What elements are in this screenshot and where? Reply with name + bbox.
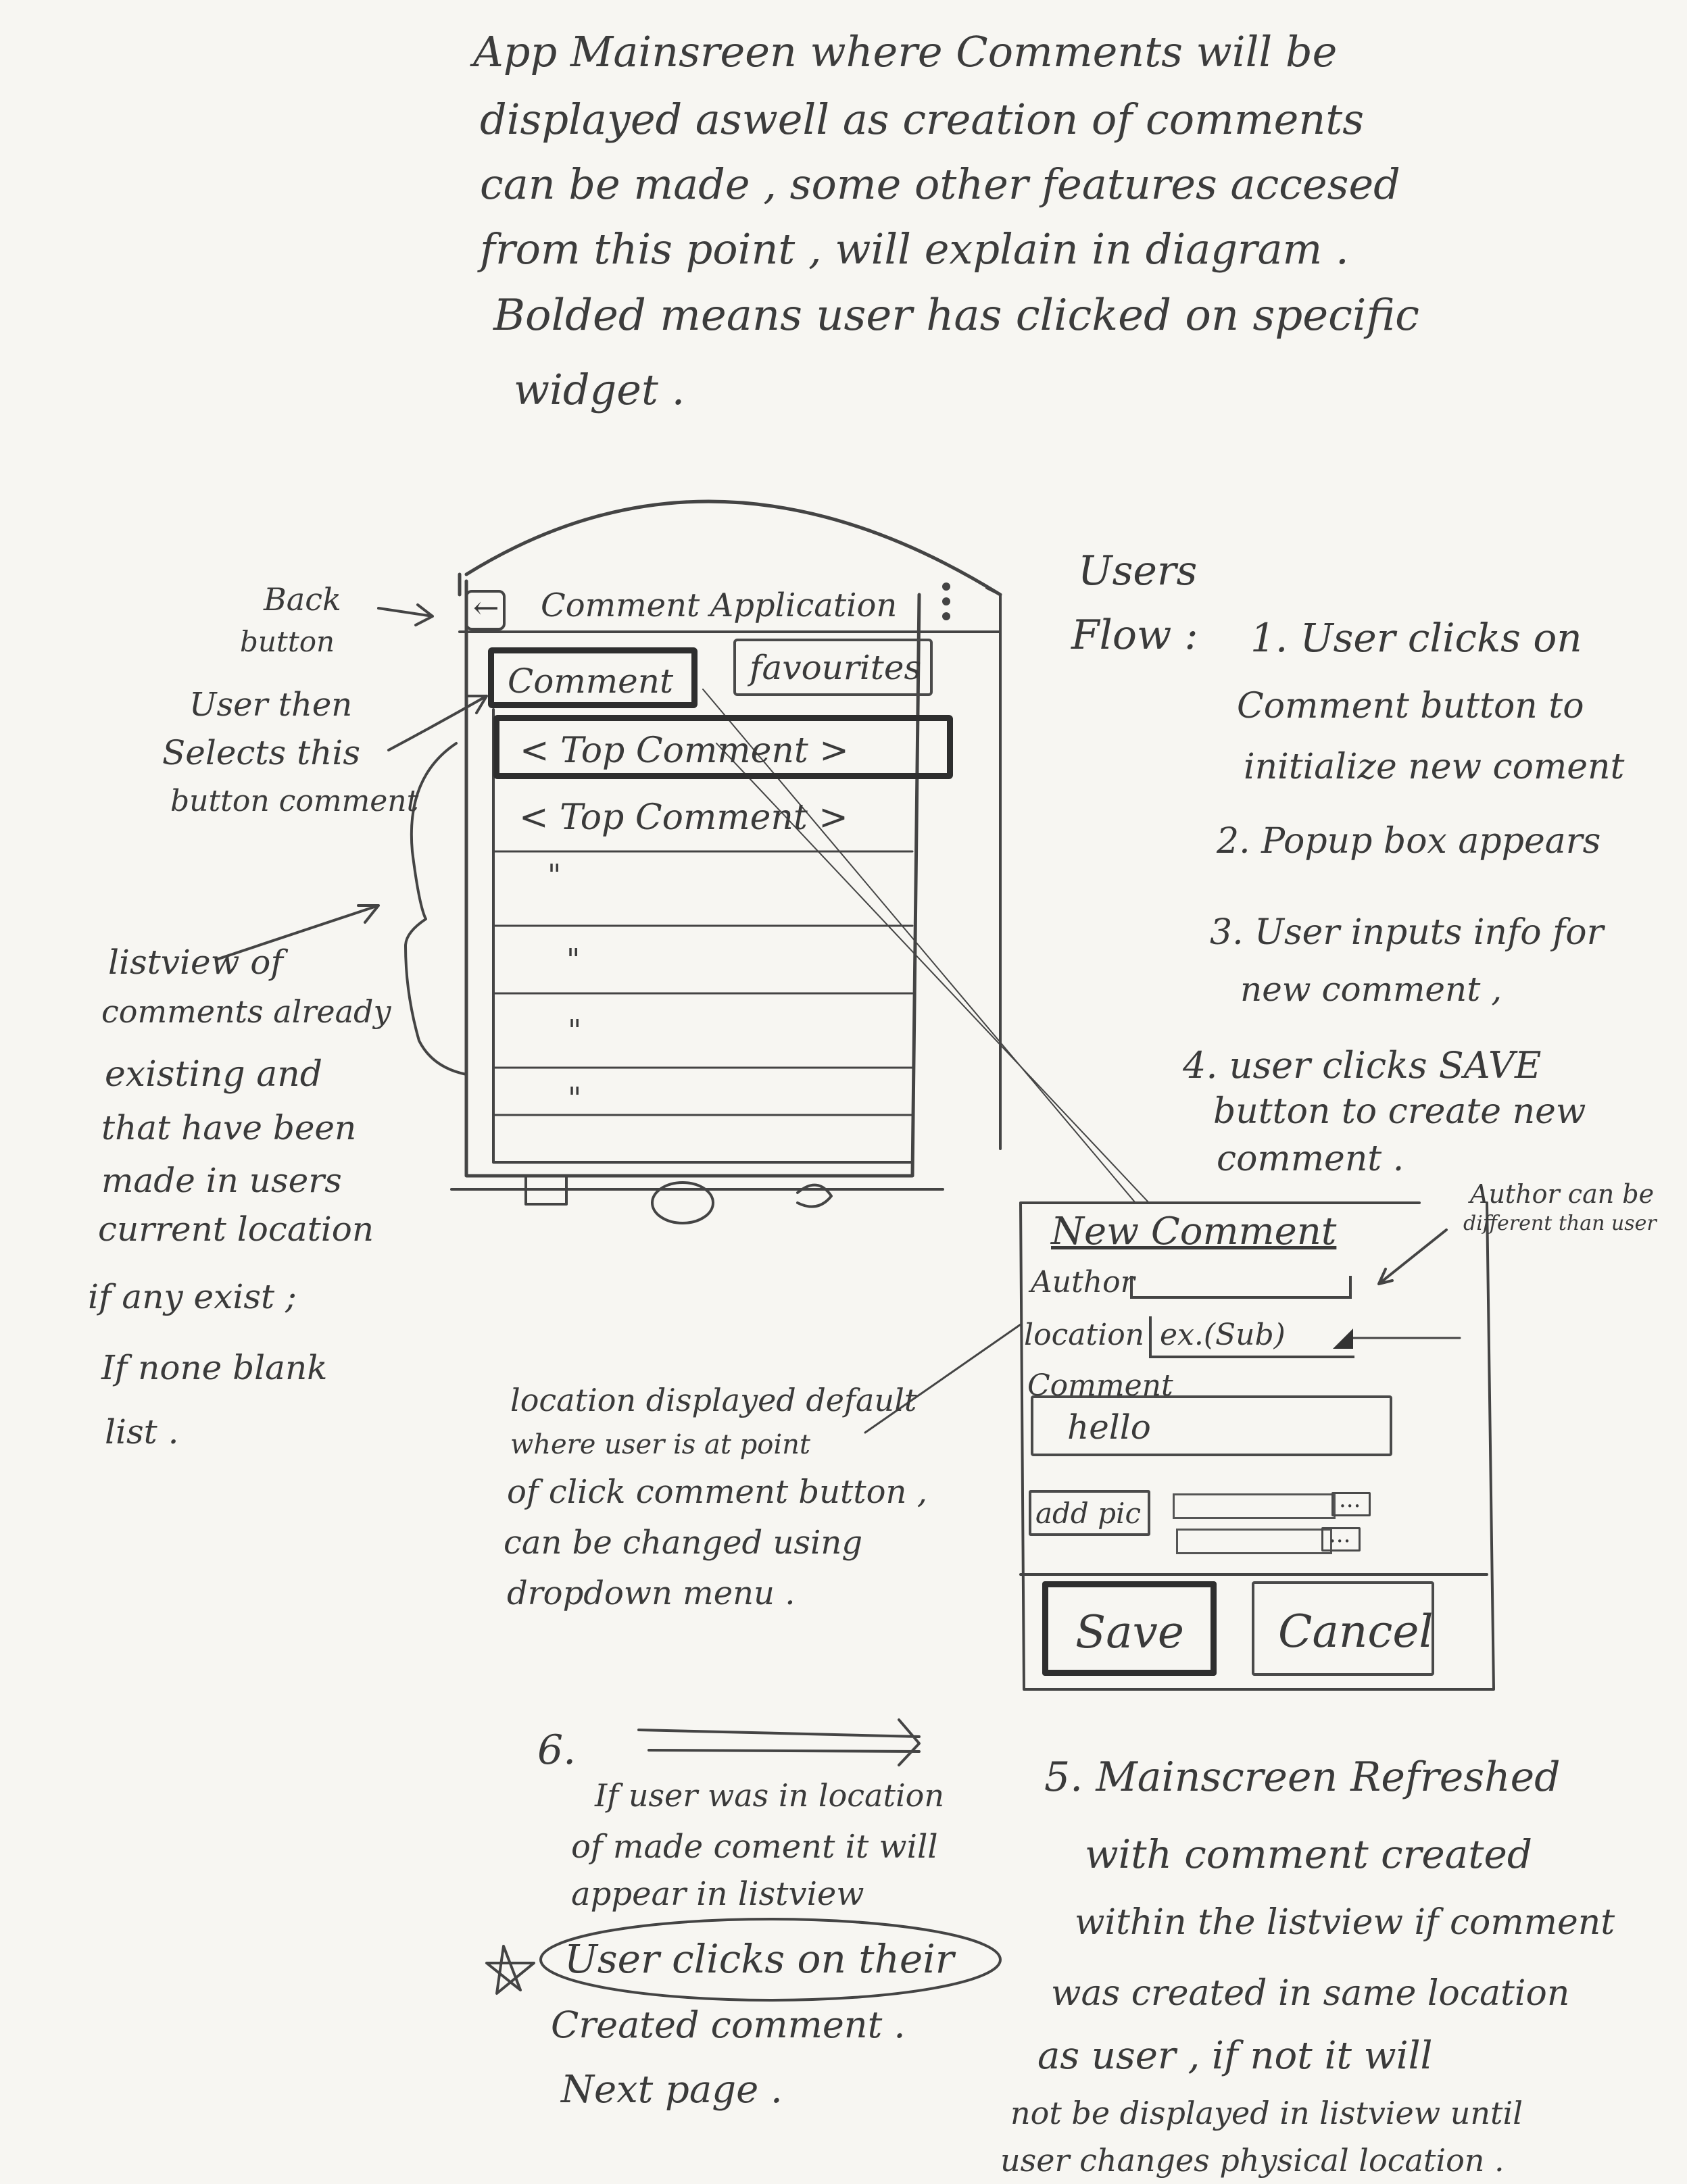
- note-line: where user is at point: [510, 1429, 810, 1460]
- list-item[interactable]: ": [547, 858, 562, 893]
- note-line: Author can be: [1470, 1179, 1655, 1209]
- flow-step: 4. user clicks SAVE: [1183, 1044, 1542, 1087]
- back-arrow-icon[interactable]: ←: [473, 589, 499, 626]
- list-item-label: < Top Comment >: [520, 730, 849, 771]
- file-path-field[interactable]: [1173, 1493, 1336, 1519]
- note-line: current location: [98, 1210, 374, 1249]
- note-line: of click comment button ,: [507, 1473, 927, 1511]
- flow-step: initialize new coment: [1244, 747, 1625, 787]
- intro-line: can be made , some other features accese…: [480, 159, 1400, 209]
- flow-step: 5. Mainscreen Refreshed: [1044, 1754, 1561, 1801]
- flow-step: user changes physical location .: [1000, 2142, 1505, 2179]
- browse-button[interactable]: ...: [1321, 1521, 1361, 1552]
- flow-step-number: 6.: [537, 1727, 577, 1774]
- note-line: button comment: [170, 784, 419, 818]
- add-pic-label: add pic: [1035, 1497, 1142, 1530]
- back-nav-icon: [796, 1183, 833, 1208]
- note-line: if any exist ;: [88, 1277, 297, 1316]
- flow-step: as user , if not it will: [1037, 2034, 1433, 2078]
- save-button[interactable]: Save: [1042, 1581, 1217, 1676]
- note-line: existing and: [105, 1054, 323, 1095]
- note-line: location displayed default: [510, 1382, 917, 1418]
- add-pic-button[interactable]: add pic: [1029, 1490, 1150, 1536]
- flow-step: If user was in location: [595, 1777, 944, 1814]
- dropdown-triangle-icon: [1333, 1329, 1353, 1349]
- flow-step: Next page .: [561, 2068, 783, 2112]
- note-line: button: [240, 625, 335, 658]
- comment-value: hello: [1067, 1408, 1151, 1447]
- flow-step: 1. User clicks on: [1250, 615, 1582, 661]
- note-line: made in users: [101, 1161, 342, 1200]
- recent-apps-icon: [524, 1174, 568, 1206]
- cancel-label: Cancel: [1278, 1606, 1434, 1658]
- list-item-selected[interactable]: < Top Comment >: [493, 715, 953, 779]
- note-line: dropdown menu .: [507, 1574, 796, 1612]
- home-icon: [651, 1181, 714, 1224]
- cancel-button[interactable]: Cancel: [1252, 1581, 1434, 1676]
- star-icon: [485, 1945, 535, 1995]
- browse-button[interactable]: ...: [1331, 1486, 1371, 1516]
- intro-line: from this point , will explain in diagra…: [480, 224, 1349, 274]
- list-item[interactable]: ": [568, 1014, 582, 1048]
- flow-step: 2. Popup box appears: [1217, 821, 1601, 862]
- intro-line: App Mainsreen where Comments will be: [473, 27, 1338, 76]
- flow-heading: Flow :: [1071, 612, 1198, 659]
- flow-step: was created in same location: [1051, 1973, 1570, 2014]
- favourites-button[interactable]: favourites: [733, 639, 933, 696]
- intro-line: displayed aswell as creation of comments: [480, 95, 1365, 144]
- flow-step: 3. User inputs info for: [1210, 912, 1604, 953]
- flow-step: of made coment it will: [571, 1828, 938, 1866]
- flow-step: not be displayed in listview until: [1010, 2095, 1523, 2131]
- author-field[interactable]: [1130, 1276, 1352, 1299]
- flow-step: button to create new: [1213, 1091, 1586, 1132]
- note-line: different than user: [1463, 1212, 1657, 1235]
- flow-step: Comment button to: [1237, 686, 1584, 726]
- note-line: Selects this: [162, 733, 361, 772]
- intro-line: Bolded means user has clicked on specifi…: [493, 291, 1419, 341]
- browse-label: ...: [1329, 1521, 1351, 1548]
- note-line: Back: [264, 581, 341, 618]
- flow-step: appear in listview: [571, 1875, 864, 1913]
- browse-label: ...: [1339, 1486, 1361, 1513]
- note-line: that have been: [101, 1108, 357, 1147]
- note-line: If none blank: [101, 1348, 328, 1387]
- flow-step: comment .: [1217, 1139, 1404, 1179]
- flow-heading: Users: [1078, 547, 1198, 595]
- list-item[interactable]: ": [568, 1081, 582, 1116]
- note-line: listview of: [108, 943, 283, 982]
- flow-step: within the listview if comment: [1075, 1902, 1615, 1943]
- note-line: User then: [189, 686, 353, 724]
- flow-step: with comment created: [1085, 1831, 1532, 1877]
- favourites-button-label: favourites: [750, 648, 922, 687]
- file-path-field[interactable]: [1176, 1529, 1332, 1554]
- note-line: comments already: [101, 993, 391, 1030]
- note-line: list .: [105, 1412, 179, 1451]
- flow-step: Created comment .: [551, 2004, 906, 2046]
- flow-step: new comment ,: [1240, 970, 1502, 1009]
- note-line: can be changed using: [504, 1524, 863, 1562]
- overflow-menu-icon: [942, 582, 950, 591]
- author-label: Author: [1031, 1265, 1135, 1299]
- save-label: Save: [1075, 1606, 1184, 1658]
- dialog-title: New Comment: [1051, 1210, 1337, 1254]
- comment-input[interactable]: hello: [1031, 1395, 1392, 1456]
- comment-button-label: Comment: [508, 662, 674, 701]
- app-title: Comment Application: [541, 587, 898, 624]
- location-label: location: [1024, 1318, 1145, 1352]
- flow-step: User clicks on their: [564, 1936, 954, 1982]
- intro-line: widget .: [514, 365, 685, 414]
- location-dropdown[interactable]: ex.(Sub): [1149, 1316, 1354, 1358]
- list-item[interactable]: < Top Comment >: [519, 797, 848, 838]
- list-item[interactable]: ": [566, 943, 581, 977]
- comment-button[interactable]: Comment: [488, 647, 698, 708]
- location-value: ex.(Sub): [1160, 1318, 1286, 1352]
